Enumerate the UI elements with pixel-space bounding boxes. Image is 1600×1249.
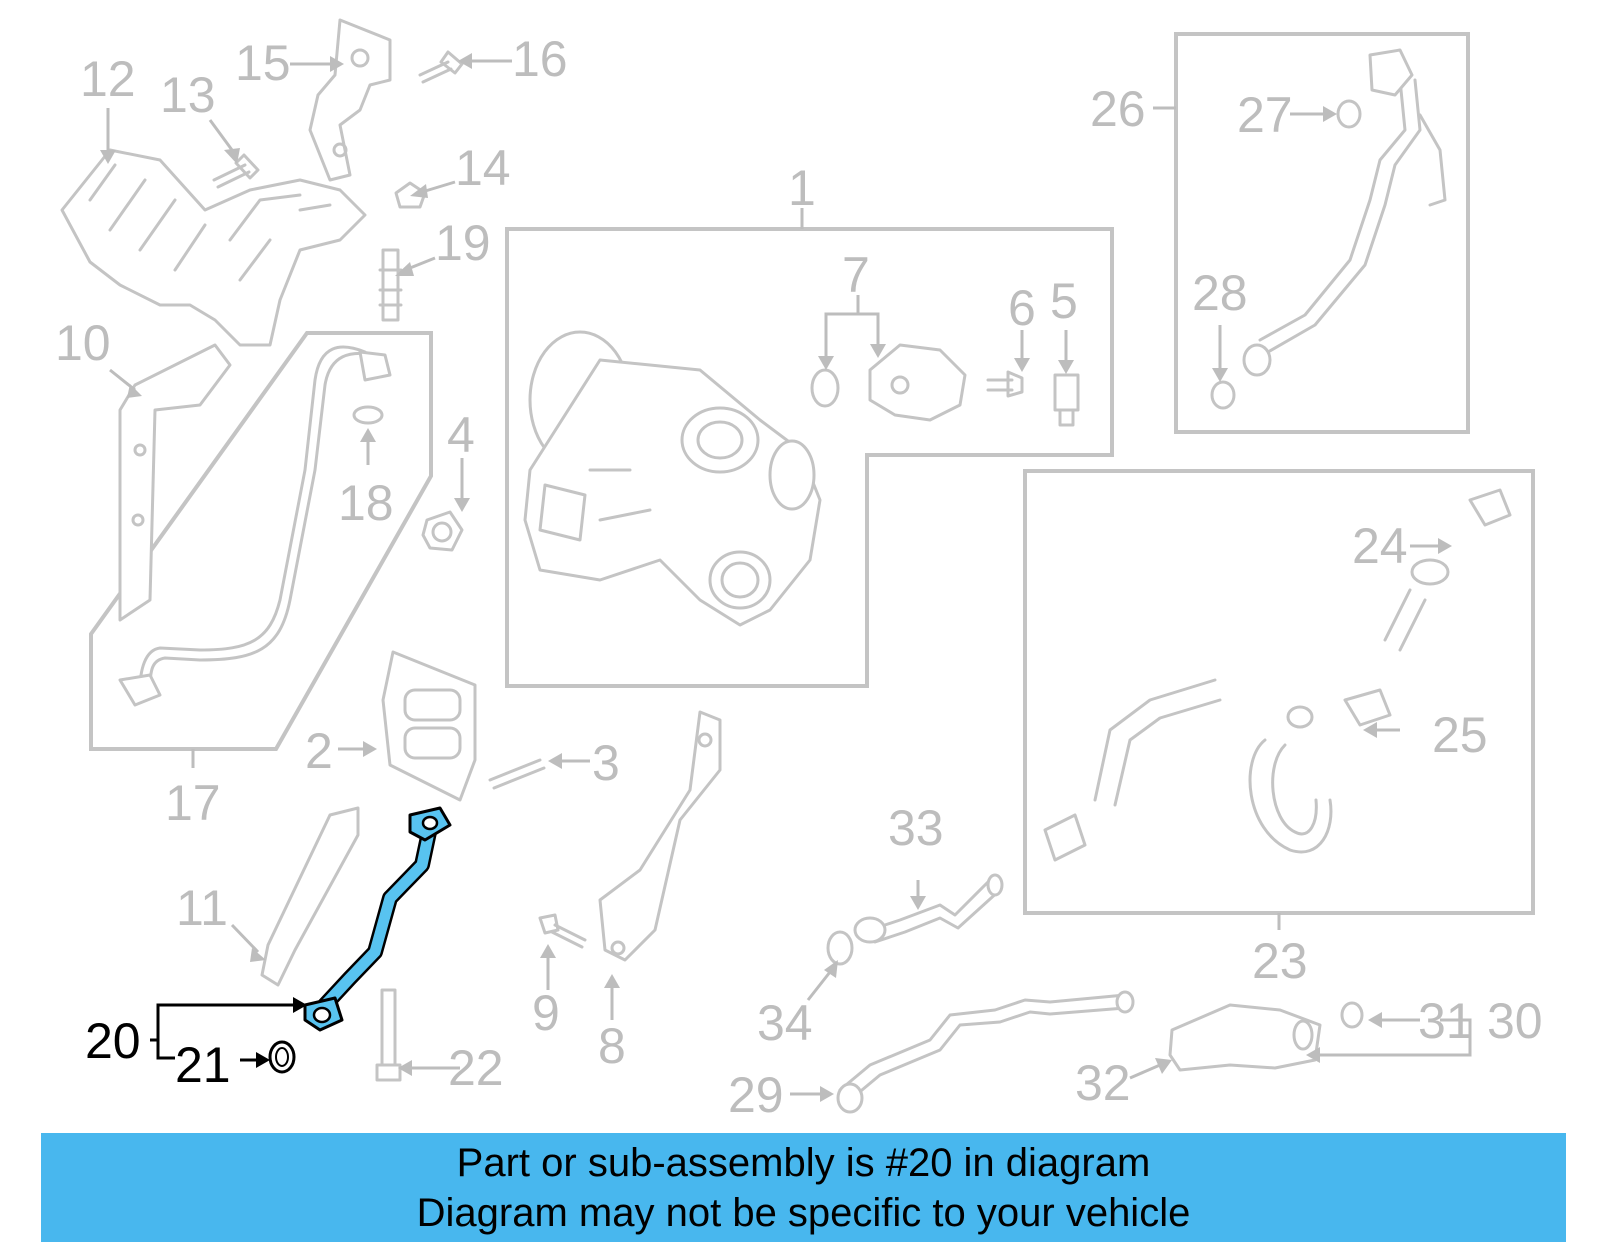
callout-32: 32 [1075, 1055, 1131, 1111]
callout-15: 15 [235, 35, 291, 91]
connector-part-25 [1286, 688, 1392, 729]
callout-1: 1 [788, 160, 816, 216]
callout-19: 19 [435, 215, 491, 271]
washer-part-27 [1336, 99, 1362, 129]
banner-line-2: Diagram may not be specific to your vehi… [416, 1190, 1191, 1235]
oil-feed-line-part-20 [303, 806, 452, 1032]
bolt-part-6 [986, 370, 1024, 398]
callout-11: 11 [176, 880, 228, 936]
callout-3: 3 [592, 735, 620, 791]
callout-22: 22 [448, 1040, 504, 1096]
washer-part-31 [1340, 1001, 1364, 1029]
bolt-part-22 [375, 988, 402, 1082]
callout-13: 13 [160, 67, 216, 123]
bracket-part-8 [598, 710, 722, 962]
callout-33: 33 [888, 800, 944, 856]
callout-16: 16 [512, 31, 568, 87]
callout-18: 18 [338, 475, 394, 531]
callout-12: 12 [80, 51, 136, 107]
callout-26: 26 [1090, 81, 1146, 137]
washer-part-18 [352, 405, 384, 425]
group-box-17 [89, 331, 433, 768]
callout-5: 5 [1050, 273, 1078, 329]
stud-part-19 [378, 248, 403, 322]
group-box-26 [1153, 32, 1470, 434]
nut-part-4 [421, 510, 464, 552]
bolt-part-16 [418, 50, 464, 84]
callout-7: 7 [842, 247, 870, 303]
washer-part-28 [1210, 380, 1236, 410]
bolt-part-9 [538, 913, 587, 949]
housing-part-32 [1168, 1003, 1322, 1072]
banner-line-1: Part or sub-assembly is #20 in diagram [456, 1140, 1151, 1185]
washer-part-34 [826, 930, 854, 966]
leader-lines-highlighted [150, 997, 307, 1068]
group-box-23 [1023, 469, 1535, 930]
callout-numbers: 1 2 3 4 5 6 7 8 9 10 11 12 13 14 15 16 1… [55, 31, 1543, 1123]
hose-part-23b [1248, 588, 1427, 854]
fitting-part-24 [1410, 488, 1512, 586]
actuator-part-7 [868, 343, 967, 422]
info-banner: Part or sub-assembly is #20 in diagram D… [41, 1133, 1566, 1242]
gasket-part-10 [118, 343, 232, 622]
bracket-part-15 [308, 18, 392, 182]
callout-34: 34 [757, 995, 813, 1051]
heat-shield-part-11 [260, 806, 360, 987]
callout-2: 2 [305, 723, 333, 779]
coolant-pipe-part-26 [1242, 48, 1447, 377]
pipe-part-33 [853, 873, 1004, 944]
callout-4: 4 [447, 407, 475, 463]
o-ring-part-7 [810, 368, 840, 408]
callout-28: 28 [1192, 265, 1248, 321]
callout-9: 9 [532, 985, 560, 1041]
coolant-pipe-part-29 [836, 990, 1135, 1114]
callout-21: 21 [175, 1037, 231, 1093]
callout-10: 10 [55, 315, 111, 371]
callout-29: 29 [728, 1067, 784, 1123]
seal-part-21 [268, 1040, 296, 1074]
bolt-part-13 [212, 153, 260, 189]
stud-part-3 [488, 758, 546, 790]
oil-line-part-17 [118, 345, 392, 707]
plug-part-5 [1053, 373, 1080, 427]
callout-6: 6 [1008, 280, 1036, 336]
leader-lines [100, 53, 1472, 1102]
callout-25: 25 [1432, 707, 1488, 763]
callout-17: 17 [165, 775, 221, 831]
callout-24: 24 [1352, 518, 1408, 574]
coolant-hose-part-23 [1043, 678, 1222, 862]
callout-20: 20 [85, 1013, 141, 1069]
callout-23: 23 [1252, 933, 1308, 989]
heat-shield-part-12 [60, 148, 367, 347]
turbocharger-part-1 [523, 330, 822, 627]
callout-14: 14 [455, 140, 511, 196]
callout-8: 8 [598, 1018, 626, 1074]
gasket-part-2 [381, 650, 477, 802]
gasket-part-14 [394, 181, 427, 209]
callout-30: 30 [1487, 993, 1543, 1049]
group-box-1 [505, 208, 1114, 688]
callout-27: 27 [1237, 87, 1293, 143]
callout-31: 31 [1418, 993, 1474, 1049]
